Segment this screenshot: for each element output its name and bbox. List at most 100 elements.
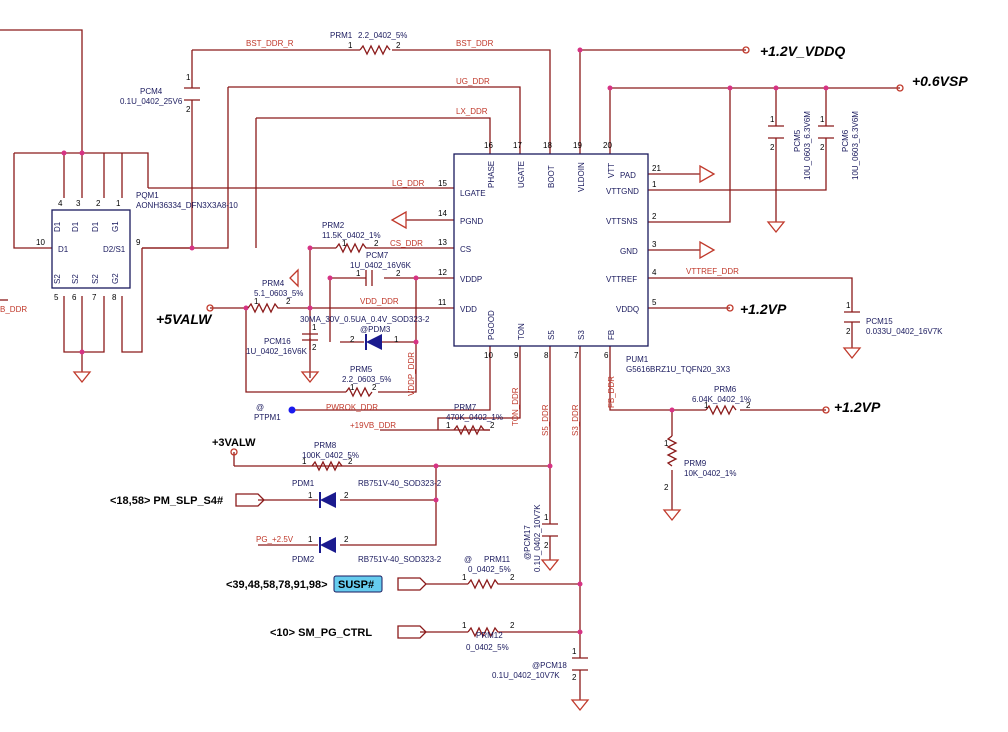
svg-text:1: 1 [350,383,355,392]
svg-text:PRM1: PRM1 [330,31,353,40]
svg-text:PDM1: PDM1 [292,479,315,488]
port-susp-refs: <39,48,58,78,91,98> [226,579,328,591]
svg-text:1: 1 [308,535,313,544]
svg-text:10: 10 [36,238,45,247]
svg-text:2: 2 [312,343,317,352]
svg-text:PG_+2.5V: PG_+2.5V [256,535,294,544]
svg-text:0_0402_5%: 0_0402_5% [466,643,509,652]
svg-text:PCM16: PCM16 [264,337,291,346]
svg-text:10K_0402_1%: 10K_0402_1% [684,469,737,478]
gnd-gnd-arrow [699,240,716,260]
pcm6-body [818,125,834,139]
svg-text:1: 1 [462,621,467,630]
svg-text:LGATE: LGATE [460,189,486,198]
svg-text:VTTREF: VTTREF [606,275,637,284]
prm4-body [247,302,284,314]
prm11-body [467,578,504,590]
port-labels: <18,58> PM_SLP_S4# <39,48,58,78,91,98> S… [110,495,374,639]
gnd-pcm5 [766,221,786,234]
svg-text:10: 10 [484,351,493,360]
svg-text:2: 2 [96,199,101,208]
gnd-pad-arrow [699,164,716,184]
svg-text:0.1U_0402_25V6: 0.1U_0402_25V6 [120,97,183,106]
svg-text:3: 3 [76,199,81,208]
power-flags [206,46,904,456]
gnd-pcm17 [540,559,560,572]
svg-text:2: 2 [396,41,401,50]
prm1-body [359,44,391,56]
gnd-pcm15 [842,347,862,360]
svg-text:1: 1 [846,301,851,310]
svg-text:PAD: PAD [620,171,636,180]
power-3valw: +3VALW [212,437,256,449]
svg-text:VTT: VTT [607,163,616,178]
svg-text:PRM8: PRM8 [314,441,337,450]
svg-text:RB751V-40_SOD323-2: RB751V-40_SOD323-2 [358,555,442,564]
prm2-body [335,242,372,254]
svg-text:0.033U_0402_16V7K: 0.033U_0402_16V7K [866,327,943,336]
svg-text:PRM12: PRM12 [476,631,503,640]
wires [0,29,900,700]
svg-text:2: 2 [344,535,349,544]
svg-text:+19VB_DDR: +19VB_DDR [350,421,396,430]
svg-text:S2: S2 [71,274,80,284]
svg-text:@: @ [464,555,472,564]
power-vp1: +1.2VP [740,301,787,317]
susp-highlight [333,575,383,593]
svg-text:S5: S5 [547,330,556,340]
svg-text:12: 12 [438,268,447,277]
svg-text:TON: TON [517,323,526,340]
svg-text:1: 1 [394,335,399,344]
net-labels: BST_DDR_R BST_DDR UG_DDR LX_DDR LG_DDR C… [0,39,739,544]
svg-text:2: 2 [510,621,515,630]
svg-text:S3_DDR: S3_DDR [571,404,580,436]
svg-text:2: 2 [770,143,775,152]
svg-text:1: 1 [770,115,775,124]
power-5valw: +5VALW [156,311,213,327]
prm7-body [453,424,490,436]
svg-text:1: 1 [572,647,577,656]
svg-text:1: 1 [312,323,317,332]
svg-text:6: 6 [604,351,609,360]
svg-text:G1: G1 [111,221,120,232]
resistors [247,44,737,638]
svg-text:1: 1 [308,491,313,500]
svg-text:2: 2 [846,327,851,336]
svg-text:1: 1 [446,421,451,430]
pcm4-body [184,87,200,101]
svg-text:PTPM1: PTPM1 [254,413,281,422]
svg-text:10U_0603_6.3V6M: 10U_0603_6.3V6M [803,111,812,180]
svg-text:G2: G2 [111,273,120,284]
svg-text:S5_DDR: S5_DDR [541,404,550,436]
svg-text:PUM1: PUM1 [626,355,649,364]
component-labels: PRM1 2.2_0402_5% 1 2 PCM4 0.1U_0402_25V6… [120,31,943,680]
svg-text:FB: FB [607,330,616,340]
svg-text:@PDM3: @PDM3 [360,325,391,334]
svg-text:2: 2 [572,673,577,682]
svg-text:2: 2 [746,401,751,410]
svg-text:14: 14 [438,209,447,218]
svg-text:VDDP_DDR: VDDP_DDR [407,352,416,396]
svg-text:S3: S3 [577,330,586,340]
svg-text:@PCM18: @PCM18 [532,661,567,670]
diodes [319,334,382,553]
svg-text:PRM11: PRM11 [484,555,511,564]
svg-text:5: 5 [54,293,59,302]
svg-text:6: 6 [72,293,77,302]
svg-text:1: 1 [462,573,467,582]
svg-text:LX_DDR: LX_DDR [456,107,488,116]
svg-text:16: 16 [484,141,493,150]
svg-text:5.1_0603_5%: 5.1_0603_5% [254,289,303,298]
svg-text:PCM5: PCM5 [793,129,802,152]
svg-text:30MA_30V_0.5UA_0.4V_SOD323-2: 30MA_30V_0.5UA_0.4V_SOD323-2 [300,315,430,324]
svg-text:21: 21 [652,164,661,173]
svg-text:9: 9 [136,238,141,247]
svg-text:100K_0402_5%: 100K_0402_5% [302,451,359,460]
ptpm1-testpoint [288,406,296,414]
pcm16-body [302,333,318,341]
svg-text:S2: S2 [53,274,62,284]
slp-port-shape [235,493,265,507]
svg-text:2: 2 [510,573,515,582]
svg-text:1: 1 [116,199,121,208]
